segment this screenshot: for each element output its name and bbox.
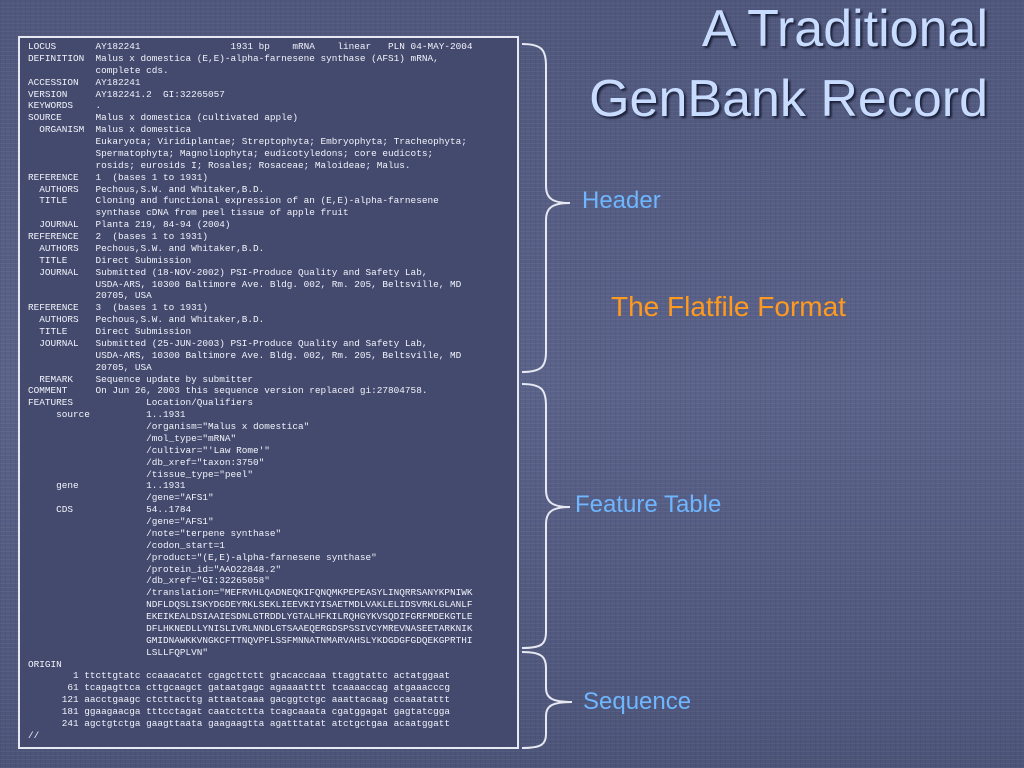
record-line: JOURNAL Submitted (25-JUN-2003) PSI-Prod… — [28, 337, 428, 349]
record-line: FEATURES Location/Qualifiers — [28, 397, 254, 409]
sequence-brace — [521, 651, 573, 749]
record-line: JOURNAL Planta 219, 84-94 (2004) — [28, 219, 231, 231]
record-line: 20705, USA — [28, 290, 152, 302]
record-line: REFERENCE 3 (bases 1 to 1931) — [28, 302, 209, 314]
record-line: /codon_start=1 — [28, 539, 225, 551]
record-line: /cultivar="'Law Rome'" — [28, 444, 270, 456]
record-line: 61 tcagagttca cttgcaagct gataatgagc agaa… — [28, 682, 450, 694]
record-line: 121 aacctgaagc ctcttacttg attaatcaaa gac… — [28, 694, 450, 706]
record-line: Eukaryota; Viridiplantae; Streptophyta; … — [28, 136, 467, 147]
record-line: /db_xref="taxon:3750" — [28, 456, 265, 468]
record-line: AUTHORS Pechous,S.W. and Whitaker,B.D. — [28, 183, 265, 195]
record-line: LOCUS AY182241 1931 bp mRNA linear PLN 0… — [28, 41, 473, 52]
record-line: REFERENCE 1 (bases 1 to 1931) — [28, 171, 209, 183]
slide-title-line-1: A Traditional — [701, 0, 988, 58]
record-line: JOURNAL Submitted (18-NOV-2002) PSI-Prod… — [28, 266, 428, 278]
record-line: AUTHORS Pechous,S.W. and Whitaker,B.D. — [28, 242, 265, 254]
record-line: Spermatophyta; Magnoliophyta; eudicotyle… — [28, 147, 434, 159]
record-line: gene 1..1931 — [28, 480, 186, 492]
record-line: rosids; eurosids I; Rosales; Rosaceae; M… — [28, 159, 411, 171]
record-line: DFLHKNEDLLYNISLIVRLNNDLGTSAAEQERGDSPSSIV… — [28, 622, 473, 634]
record-line: ORIGIN — [28, 658, 62, 670]
record-line: /product="(E,E)-alpha-farnesene synthase… — [28, 551, 377, 563]
record-line: 181 ggaagaacga tttcctagat caatctctta tca… — [28, 706, 450, 717]
header-section-label: Header — [582, 187, 661, 214]
record-line: /translation="MEFRVHLQADNEQKIFQNQMKPEPEA… — [28, 587, 473, 599]
record-line: USDA-ARS, 10300 Baltimore Ave. Bldg. 002… — [28, 278, 462, 290]
record-line: TITLE Direct Submission — [28, 326, 192, 337]
record-line: ACCESSION AY182241 — [28, 76, 141, 88]
record-line: source 1..1931 — [28, 409, 186, 421]
slide-title-line-2: GenBank Record — [589, 70, 988, 128]
record-line: /tissue_type="peel" — [28, 468, 254, 480]
record-line: ORGANISM Malus x domestica — [28, 124, 192, 136]
record-line: TITLE Cloning and functional expression … — [28, 195, 439, 207]
record-line: /gene="AFS1" — [28, 516, 214, 527]
record-line: 241 agctgtctga gaagttaata gaagaagtta aga… — [28, 717, 450, 729]
record-line: REMARK Sequence update by submitter — [28, 373, 254, 385]
sequence-section-label: Sequence — [583, 688, 692, 715]
flatfile-format-subtitle: The Flatfile Format — [611, 291, 846, 322]
record-line: COMMENT On Jun 26, 2003 this sequence ve… — [28, 385, 428, 397]
record-line: REFERENCE 2 (bases 1 to 1931) — [28, 231, 209, 242]
record-line: synthase cDNA from peel tissue of apple … — [28, 207, 349, 219]
header-brace — [521, 43, 571, 373]
record-line: CDS 54..1784 — [28, 504, 192, 516]
record-line: /organism="Malus x domestica" — [28, 421, 310, 432]
record-line: GMIDNAWKKVNGKCFTTNQVPFLSSFMNNATNMARVAHSL… — [28, 634, 473, 646]
record-line: /mol_type="mRNA" — [28, 432, 237, 444]
record-line: DEFINITION Malus x domestica (E,E)-alpha… — [28, 52, 439, 64]
record-line: 20705, USA — [28, 361, 152, 373]
record-line: /note="terpene synthase" — [28, 527, 282, 539]
record-line: NDFLDQSLISKYDGDEYRKLSEKLIEEVKIYISAETMDLV… — [28, 599, 473, 611]
record-line: SOURCE Malus x domestica (cultivated app… — [28, 112, 299, 124]
genbank-record-text: LOCUS AY182241 1931 bp mRNA linear PLN 0… — [20, 38, 517, 742]
record-line: /protein_id="AAO22848.2" — [28, 563, 282, 575]
record-line: 1 ttcttgtatc ccaaacatct cgagcttctt gtaca… — [28, 670, 450, 682]
record-line: /gene="AFS1" — [28, 492, 214, 504]
record-line: KEYWORDS . — [28, 100, 102, 112]
record-line: USDA-ARS, 10300 Baltimore Ave. Bldg. 002… — [28, 349, 462, 361]
record-line: complete cds. — [28, 64, 169, 76]
record-line: AUTHORS Pechous,S.W. and Whitaker,B.D. — [28, 314, 265, 326]
record-line: /db_xref="GI:32265058" — [28, 575, 270, 587]
genbank-record-panel: LOCUS AY182241 1931 bp mRNA linear PLN 0… — [18, 36, 519, 749]
record-line: EKEIKEALDSIAAIESDNLGTRDDLYGTALHFKILRQHGY… — [28, 611, 473, 622]
record-line: // — [28, 729, 40, 741]
feature-table-section-label: Feature Table — [575, 491, 722, 518]
feature-table-brace — [521, 383, 571, 649]
record-line: LSLLFQPLVN" — [28, 646, 209, 658]
record-line: TITLE Direct Submission — [28, 254, 192, 266]
record-line: VERSION AY182241.2 GI:32265057 — [28, 88, 225, 100]
